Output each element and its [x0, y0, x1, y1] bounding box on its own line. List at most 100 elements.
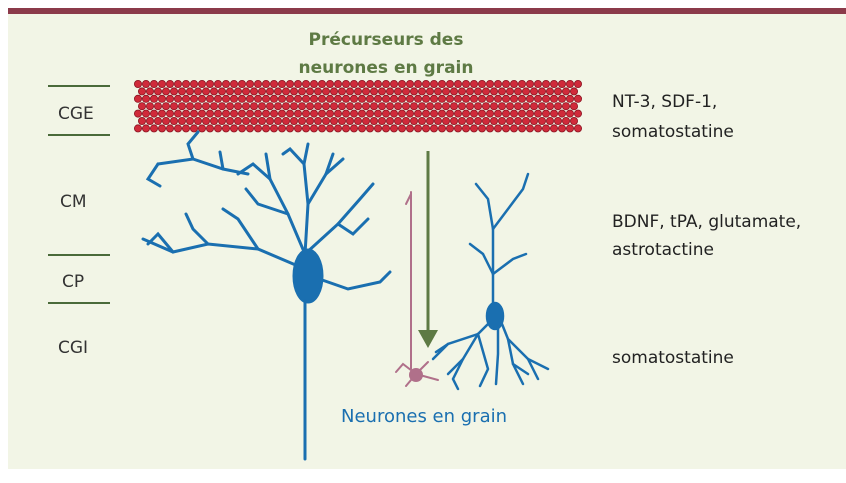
precursor-cell: [538, 103, 545, 110]
precursor-cell: [134, 80, 141, 87]
precursor-cell: [358, 125, 365, 132]
precursor-cell: [430, 95, 437, 102]
precursor-cell: [518, 80, 525, 87]
precursor-cell: [150, 80, 157, 87]
precursor-cell: [342, 80, 349, 87]
precursor-cell: [374, 80, 381, 87]
precursor-cell: [566, 110, 573, 117]
precursor-cell: [398, 110, 405, 117]
precursor-cell: [214, 80, 221, 87]
precursor-cell: [546, 117, 553, 124]
precursor-cell: [518, 110, 525, 117]
precursor-cell: [322, 117, 329, 124]
precursor-cell: [302, 110, 309, 117]
precursor-cell: [206, 95, 213, 102]
precursor-cell: [326, 125, 333, 132]
precursor-cell: [458, 117, 465, 124]
precursor-cell: [282, 117, 289, 124]
precursor-cell: [442, 103, 449, 110]
precursor-cell: [442, 88, 449, 95]
precursor-cell: [446, 80, 453, 87]
precursor-cell: [226, 88, 233, 95]
precursor-cell: [422, 125, 429, 132]
precursor-cell: [178, 117, 185, 124]
layer-label-cge: CGE: [58, 104, 94, 124]
precursor-cell: [274, 88, 281, 95]
precursor-cell: [494, 110, 501, 117]
precursor-cell: [242, 103, 249, 110]
precursor-cell: [246, 125, 253, 132]
precursor-cell: [262, 125, 269, 132]
precursor-cell: [430, 125, 437, 132]
precursor-cell: [378, 117, 385, 124]
precursor-cell: [154, 103, 161, 110]
precursor-cell: [454, 95, 461, 102]
precursor-cell: [158, 95, 165, 102]
precursor-cell: [554, 117, 561, 124]
granule-cell: [396, 192, 438, 386]
precursor-cell: [266, 88, 273, 95]
precursor-cell: [530, 88, 537, 95]
precursor-cell: [218, 103, 225, 110]
precursor-cell: [490, 103, 497, 110]
precursor-cell: [534, 80, 541, 87]
precursor-cell: [550, 95, 557, 102]
precursor-cell: [390, 110, 397, 117]
precursor-cell: [142, 125, 149, 132]
precursor-cell: [466, 117, 473, 124]
precursor-cell: [390, 80, 397, 87]
precursor-cell: [502, 110, 509, 117]
precursor-title-line2: neurones en grain: [276, 58, 496, 78]
precursor-cell: [550, 110, 557, 117]
precursor-cell: [202, 117, 209, 124]
precursor-cell: [546, 103, 553, 110]
precursor-cell: [494, 125, 501, 132]
precursor-cell: [362, 103, 369, 110]
precursor-cell: [310, 110, 317, 117]
precursor-cell: [346, 103, 353, 110]
precursor-cell: [214, 95, 221, 102]
precursor-cell: [562, 103, 569, 110]
precursor-cell: [306, 103, 313, 110]
precursor-cell: [450, 117, 457, 124]
precursor-cell: [286, 110, 293, 117]
precursor-cell: [398, 80, 405, 87]
precursor-cell: [402, 88, 409, 95]
precursor-cell: [298, 88, 305, 95]
precursor-cell: [462, 80, 469, 87]
precursor-cell: [498, 117, 505, 124]
precursor-cell: [194, 88, 201, 95]
precursor-cell: [330, 88, 337, 95]
precursor-cell: [278, 80, 285, 87]
precursor-cell: [490, 117, 497, 124]
precursor-cell: [506, 103, 513, 110]
precursor-cell: [174, 95, 181, 102]
layer-label-cp: CP: [62, 272, 84, 292]
figure-frame: Précurseurs des neurones en grain CGE CM…: [8, 8, 846, 469]
precursor-cell: [562, 117, 569, 124]
precursor-cell: [498, 88, 505, 95]
precursor-cell: [342, 125, 349, 132]
precursor-cell: [282, 88, 289, 95]
precursor-cell: [510, 80, 517, 87]
precursor-cell: [274, 117, 281, 124]
precursor-cell: [458, 88, 465, 95]
precursor-cell: [338, 88, 345, 95]
precursor-cell: [414, 110, 421, 117]
precursor-cell: [350, 125, 357, 132]
precursor-cell: [542, 80, 549, 87]
precursor-cell: [350, 80, 357, 87]
precursor-cell: [266, 103, 273, 110]
precursor-cell: [554, 88, 561, 95]
precursor-cell: [194, 103, 201, 110]
precursor-cell: [182, 95, 189, 102]
precursor-cell: [526, 80, 533, 87]
precursor-cell: [378, 103, 385, 110]
precursor-cell: [138, 88, 145, 95]
precursor-cell: [406, 80, 413, 87]
precursor-cell: [410, 88, 417, 95]
precursor-cell: [322, 88, 329, 95]
precursor-cell: [526, 95, 533, 102]
precursor-cell: [186, 103, 193, 110]
precursor-cell: [358, 110, 365, 117]
